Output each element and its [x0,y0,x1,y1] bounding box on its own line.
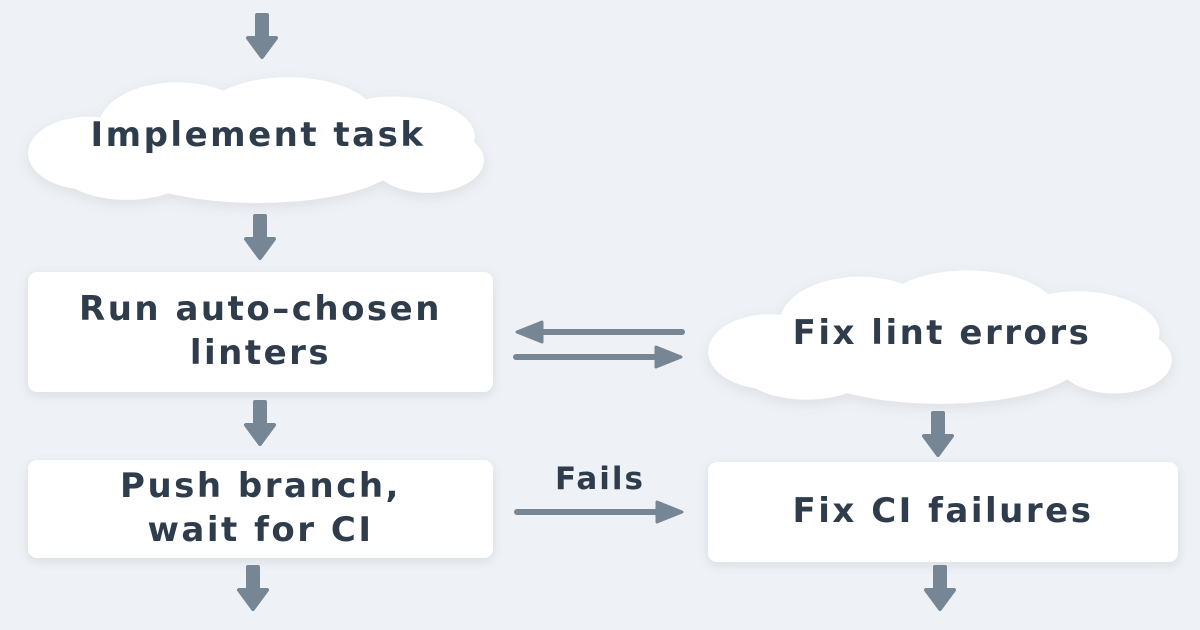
arrow-down-exit-left-icon [235,564,271,612]
node-label-line: linters [189,333,332,373]
arrow-right-fails-icon [512,499,688,525]
node-label: Fix lint errors [792,313,1092,353]
node-push-branch: Push branch, wait for CI [28,460,493,558]
node-fix-lint-errors: Fix lint errors [706,260,1178,406]
node-run-linters: Run auto–chosen linters [28,272,493,392]
node-label: Implement task [90,115,426,155]
node-label-line: wait for CI [147,510,374,550]
arrow-down-exit-right-icon [922,564,958,612]
arrow-down-to-fix-ci-icon [920,410,956,458]
arrow-left-fix-lint-icon [510,319,688,345]
node-label: Fix CI failures [792,491,1094,532]
cloud-shape [708,270,1172,404]
arrow-right-fix-lint-icon [510,344,688,370]
node-label-line: Run auto–chosen [79,289,442,330]
node-implement-task: Implement task [26,64,490,206]
arrow-down-start-icon [244,12,280,60]
node-label-line: Push branch, [120,466,401,507]
node-fix-ci-failures: Fix CI failures [708,462,1178,562]
edge-label-fails: Fails [555,461,645,497]
cloud-shape [28,77,484,203]
arrow-down-to-linters-icon [242,213,278,261]
arrow-down-to-push-icon [242,399,278,447]
